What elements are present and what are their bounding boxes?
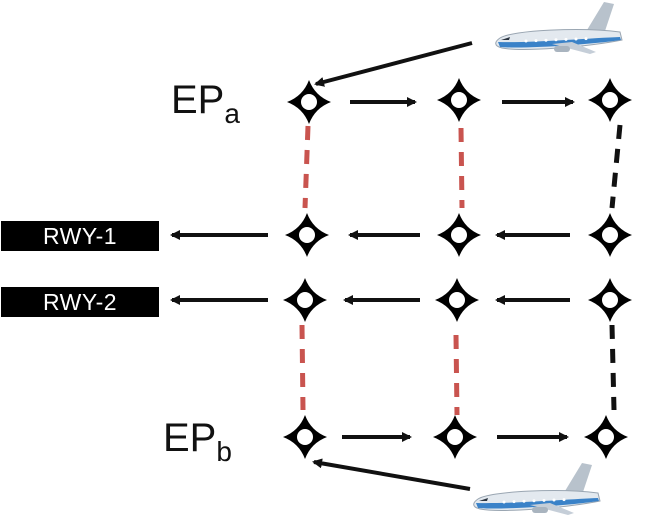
dashed-link-a3 <box>609 124 623 209</box>
airplane-icon <box>473 462 601 516</box>
runway-label-rwy-2: RWY-2 <box>1 287 159 317</box>
dashed-link-a1 <box>302 125 311 209</box>
dashed-link-b3 <box>609 324 617 411</box>
taxiway-node-icon <box>584 415 628 459</box>
taxiway-node-icon <box>437 78 481 122</box>
runway-label-rwy-1: RWY-1 <box>1 221 159 251</box>
arrow-aircraft-to-epa <box>314 41 473 87</box>
taxiway-node-icon <box>287 80 331 124</box>
taxiway-node-icon <box>588 278 632 322</box>
entry-point-a-main: EP <box>171 78 225 122</box>
entry-point-b-label: EPb <box>163 416 232 466</box>
airplane-icon <box>495 1 623 55</box>
taxiway-node-icon <box>588 78 632 122</box>
entry-point-b-main: EP <box>163 416 217 460</box>
taxiway-node-icon <box>437 213 481 257</box>
dashed-link-b1 <box>299 324 306 411</box>
taxiway-node-icon <box>588 213 632 257</box>
entry-point-a-label: EPa <box>171 78 240 128</box>
taxiway-node-icon <box>283 415 327 459</box>
arrow-aircraft-to-epb <box>312 458 471 491</box>
dashed-link-a2 <box>458 127 465 209</box>
dashed-link-b2 <box>453 334 460 416</box>
taxiway-node-icon <box>283 278 327 322</box>
taxiway-node-icon <box>433 415 477 459</box>
taxiway-node-icon <box>435 278 479 322</box>
entry-point-a-sub: a <box>224 98 240 129</box>
entry-point-b-sub: b <box>216 436 232 467</box>
taxiway-node-icon <box>285 213 329 257</box>
